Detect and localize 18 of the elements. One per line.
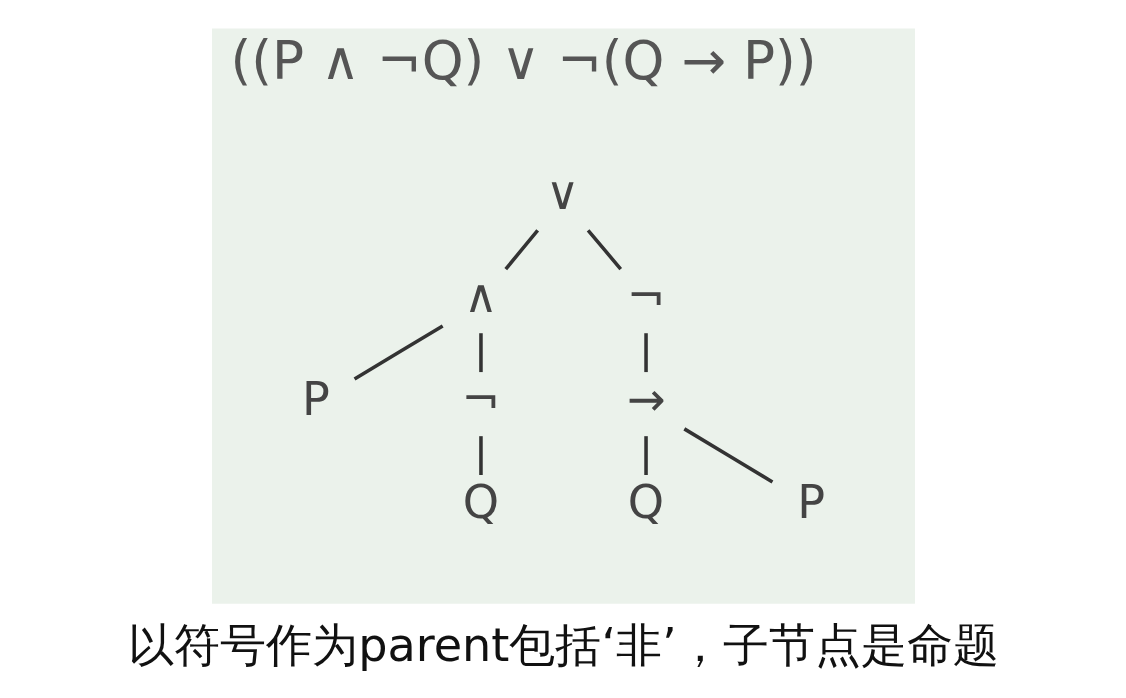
node-text: P xyxy=(796,475,825,530)
node-text: Q xyxy=(627,475,664,530)
node-text: Q xyxy=(462,475,499,530)
connector xyxy=(353,324,444,381)
connector xyxy=(643,333,648,373)
node-text: P xyxy=(301,372,330,427)
connector xyxy=(503,229,539,271)
connector xyxy=(586,229,622,271)
node-text: ∨ xyxy=(545,166,579,221)
connector xyxy=(478,436,483,476)
connector xyxy=(478,333,483,373)
connector xyxy=(682,427,773,484)
connector xyxy=(643,436,648,476)
node-text: ¬ xyxy=(461,372,500,427)
node-text: → xyxy=(626,372,665,427)
node-text: ∧ xyxy=(463,269,498,324)
caption: 以符号作为parent包括‘非’，子节点是命题 xyxy=(127,618,999,673)
node-text: ¬ xyxy=(626,269,665,324)
